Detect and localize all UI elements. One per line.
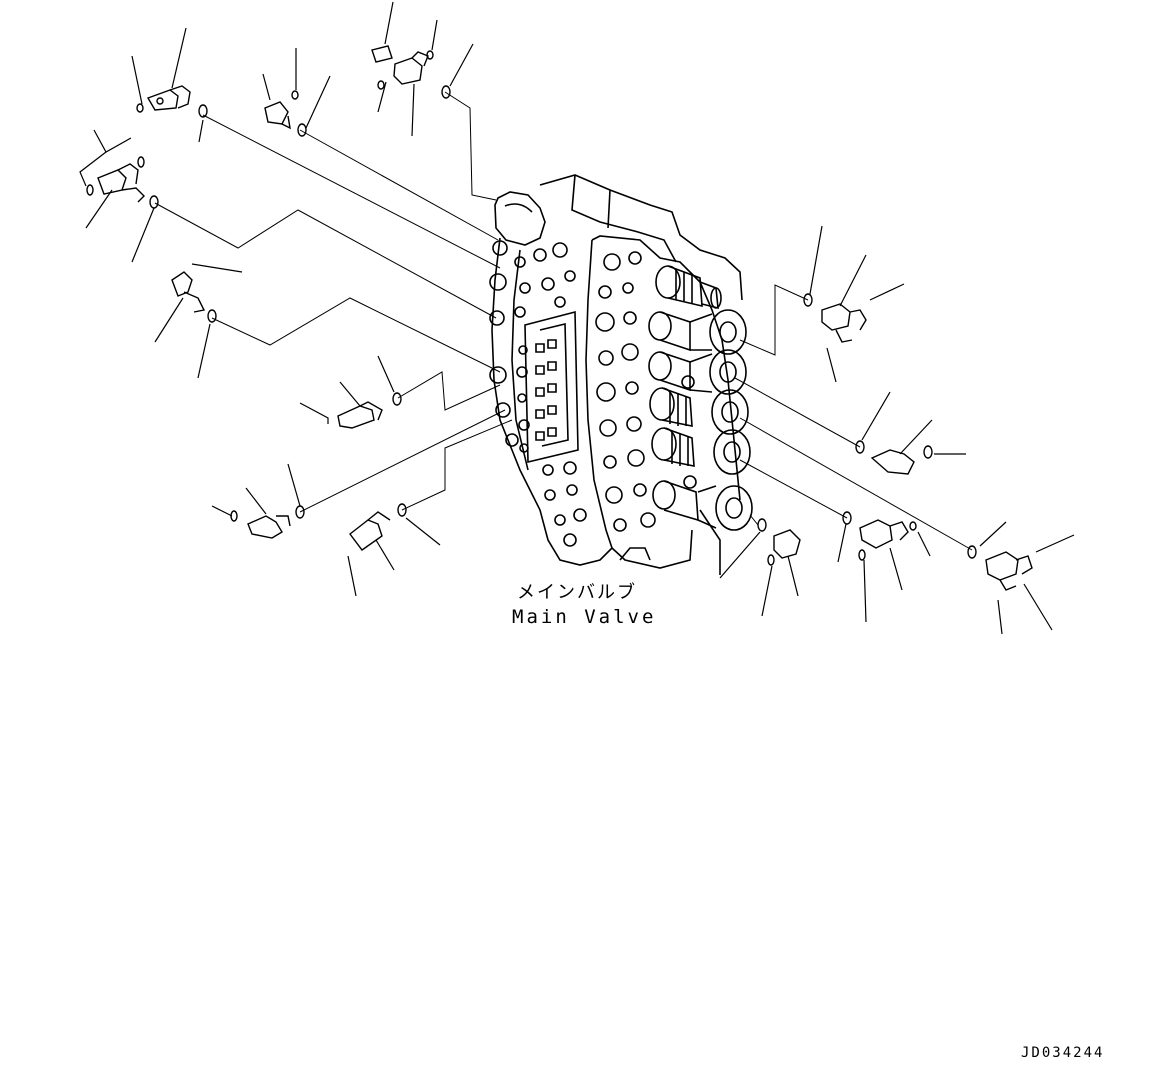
o-rings [87,51,976,565]
component-label-jp: メインバルブ [517,582,637,603]
drawing-number: JD034244 [1021,1045,1105,1061]
main-valve-body [490,175,742,575]
leader-lines [80,2,1074,634]
component-label-en: Main Valve [512,606,657,628]
spool-caps [649,266,752,530]
connector-lines [155,92,972,550]
fittings [98,46,1032,590]
